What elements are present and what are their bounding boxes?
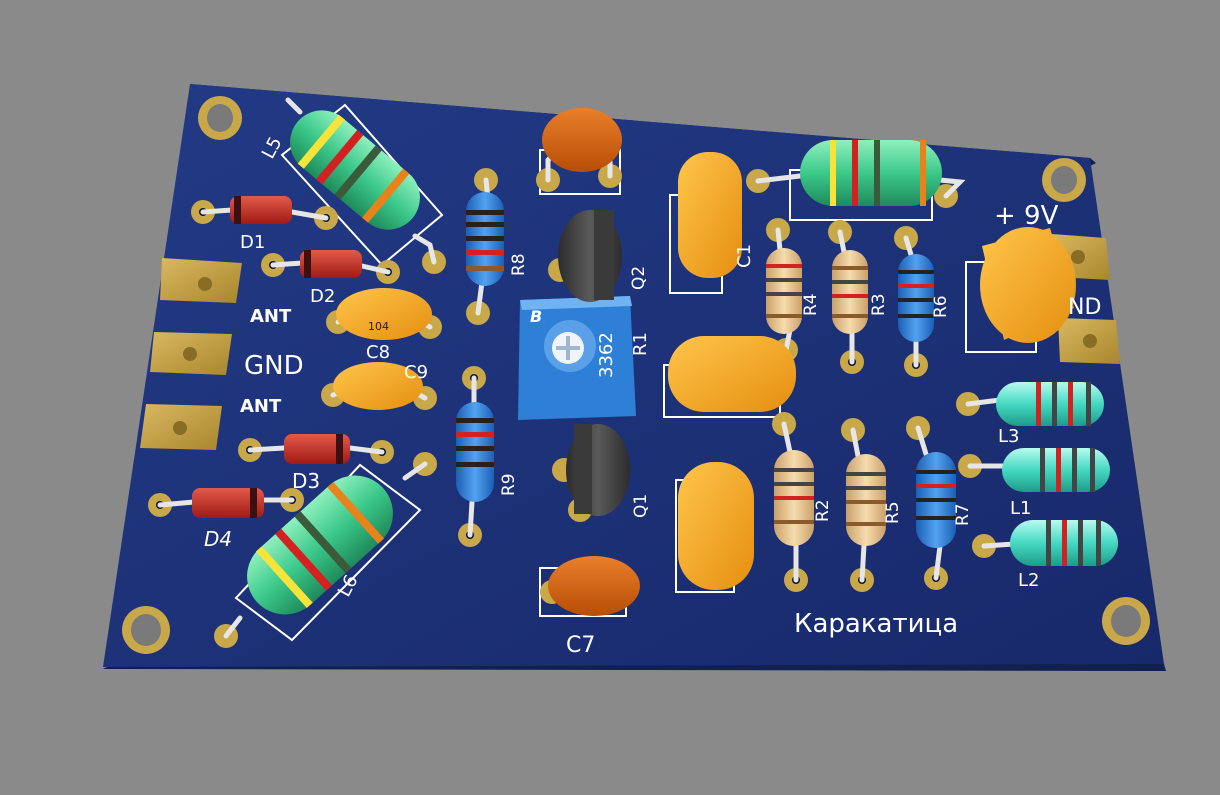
label-c7: C7 bbox=[566, 633, 595, 658]
label-r6: R6 bbox=[931, 295, 951, 318]
edge-pads-left bbox=[140, 258, 242, 450]
diode-d3[interactable] bbox=[284, 434, 350, 464]
label-c9: C9 bbox=[404, 362, 428, 383]
project-name-label: Каракатица bbox=[794, 609, 958, 639]
resistor-r8[interactable] bbox=[466, 192, 504, 286]
capacitor-right[interactable] bbox=[980, 227, 1076, 343]
label-r9: R9 bbox=[499, 473, 519, 496]
inductor-l5[interactable] bbox=[277, 97, 433, 242]
resistor-r3[interactable] bbox=[832, 250, 868, 334]
label-c1: C1 bbox=[734, 244, 755, 268]
c8-code: 104 bbox=[368, 320, 389, 333]
resistor-r7[interactable] bbox=[916, 452, 956, 548]
capacitor-c9[interactable] bbox=[333, 362, 423, 410]
label-d4: D4 bbox=[204, 527, 232, 551]
capacitor-top-orange[interactable] bbox=[542, 108, 622, 172]
mounting-holes bbox=[122, 96, 1150, 654]
resistor-r6[interactable] bbox=[898, 254, 934, 342]
inductor-l6[interactable] bbox=[231, 460, 408, 630]
label-l1: L1 bbox=[1010, 498, 1031, 519]
label-r5: R5 bbox=[883, 501, 903, 524]
ant-bottom-label: ANT bbox=[240, 396, 282, 417]
inductor-l2[interactable] bbox=[1010, 520, 1118, 566]
trimmer-r1[interactable]: B 3362 bbox=[518, 296, 636, 420]
diode-d1[interactable] bbox=[230, 196, 292, 224]
capacitor-c7[interactable] bbox=[548, 556, 640, 616]
trimmer-code: 3362 bbox=[596, 332, 617, 378]
resistor-r5[interactable] bbox=[846, 454, 886, 546]
inductor-l1[interactable] bbox=[1002, 448, 1110, 492]
inductor-top[interactable] bbox=[800, 140, 942, 206]
label-l3: L3 bbox=[998, 426, 1019, 447]
inductor-l3[interactable] bbox=[996, 382, 1104, 426]
label-c8: C8 bbox=[366, 342, 390, 363]
diode-d2[interactable] bbox=[300, 250, 362, 278]
label-d2: D2 bbox=[310, 286, 335, 307]
gnd-right-label: ND bbox=[1068, 295, 1101, 320]
capacitor-mid[interactable] bbox=[668, 336, 796, 412]
label-r3: R3 bbox=[869, 293, 889, 316]
capacitor-c1[interactable] bbox=[678, 152, 742, 278]
transistor-q2[interactable] bbox=[558, 210, 622, 302]
resistor-r2[interactable] bbox=[774, 450, 814, 546]
trimmer-mark: B bbox=[530, 307, 542, 326]
label-q2: Q2 bbox=[629, 266, 649, 290]
power-label: + 9V bbox=[994, 201, 1059, 231]
ant-top-label: ANT bbox=[250, 306, 292, 327]
label-q1: Q1 bbox=[631, 494, 651, 518]
label-d1: D1 bbox=[240, 232, 265, 253]
resistor-r9[interactable] bbox=[456, 402, 494, 502]
resistor-r4[interactable] bbox=[766, 248, 802, 334]
transistor-q1[interactable] bbox=[566, 424, 630, 516]
label-l2: L2 bbox=[1018, 570, 1039, 591]
label-r7: R7 bbox=[953, 503, 973, 526]
capacitor-bottom[interactable] bbox=[678, 462, 754, 590]
label-r8: R8 bbox=[509, 253, 529, 276]
label-r4: R4 bbox=[801, 293, 821, 316]
capacitor-c8[interactable]: 104 bbox=[336, 288, 432, 340]
label-d3: D3 bbox=[292, 469, 320, 493]
label-r1: R1 bbox=[630, 332, 651, 356]
diode-d4[interactable] bbox=[192, 488, 264, 518]
label-r2: R2 bbox=[813, 499, 833, 522]
gnd-left-label: GND bbox=[244, 351, 304, 381]
